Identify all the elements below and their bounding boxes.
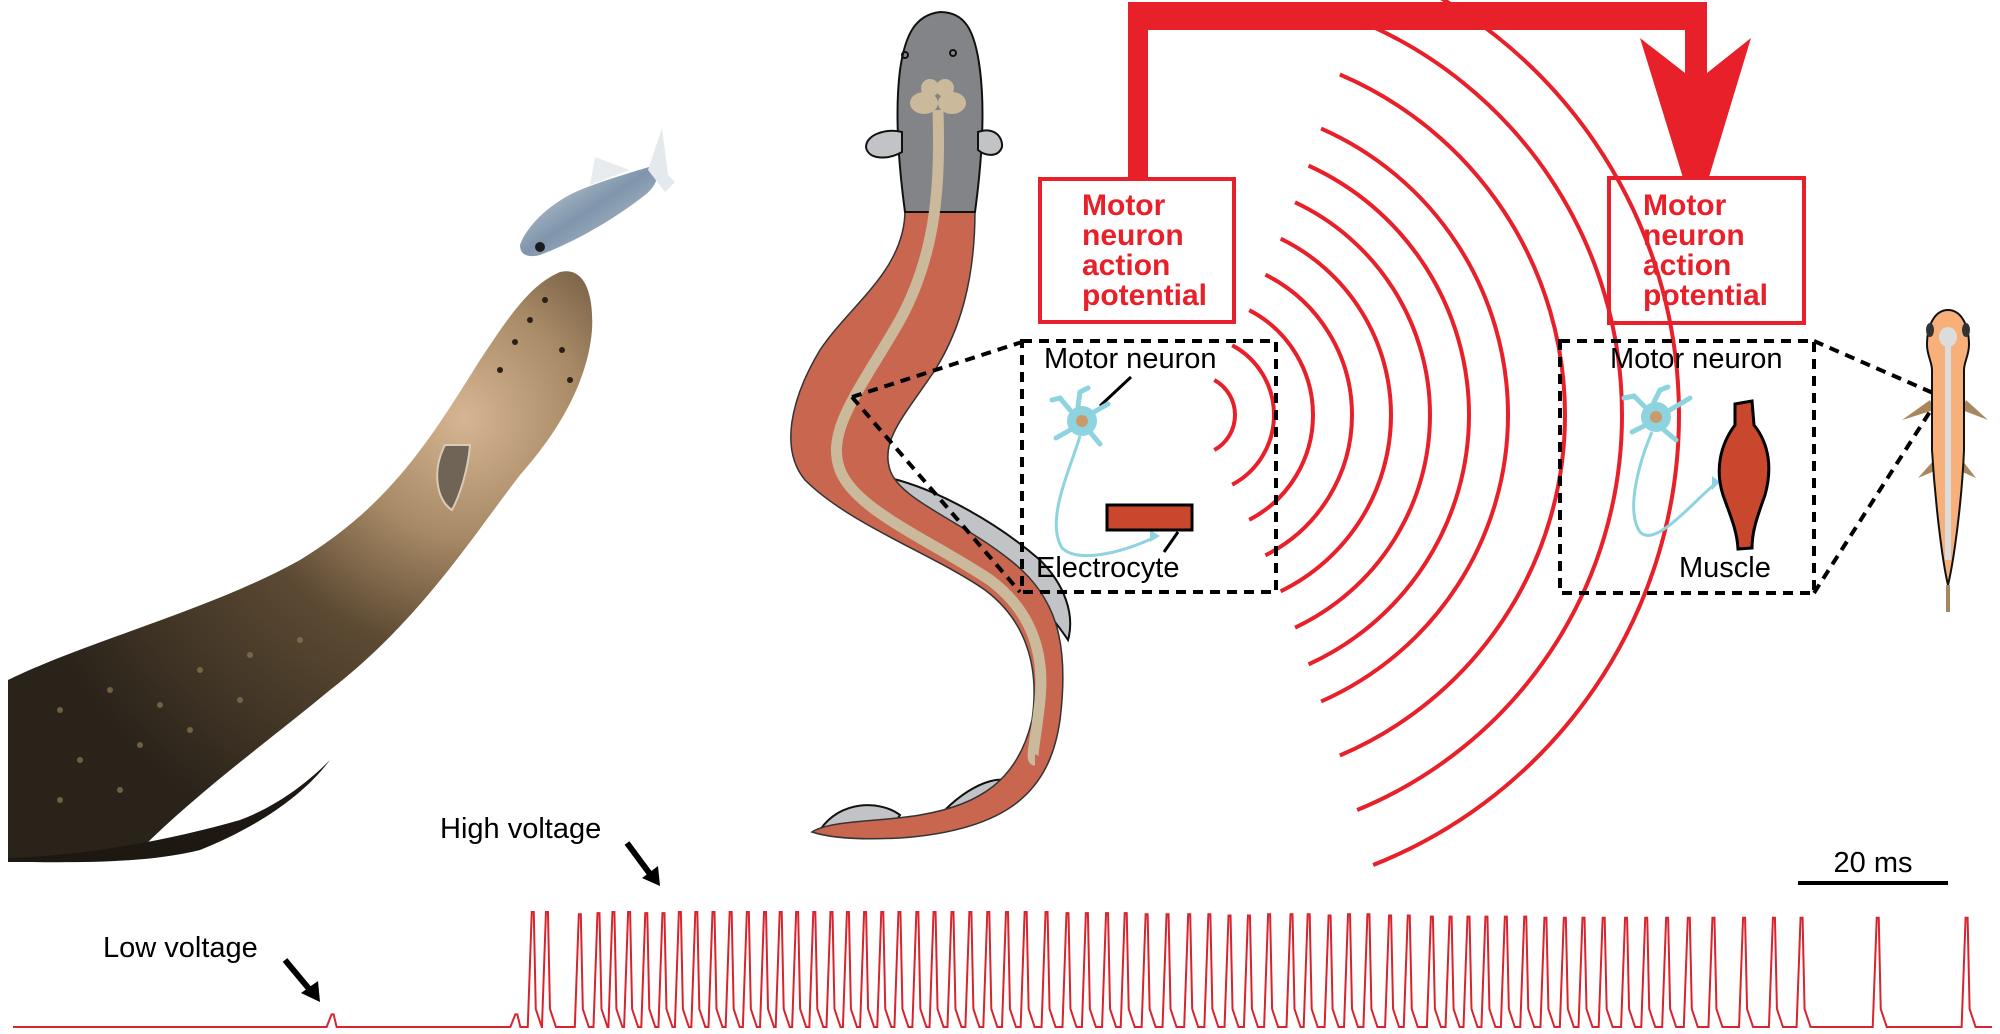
field-arc (1264, 272, 1355, 558)
prey-fish-photo (520, 128, 675, 257)
left-box-line-3: action (1082, 249, 1170, 282)
electrocyte-pointer-line (1162, 531, 1180, 553)
prey-fish-body (520, 165, 658, 257)
voltage-trace-line (13, 911, 1992, 1028)
right-inset: Motor neuron Muscle (1558, 339, 1816, 595)
schematic-eel-pectoral-fin-right (977, 129, 1004, 156)
left-inset-electrocyte-label: Electrocyte (1036, 552, 1179, 584)
field-arc (1231, 343, 1277, 487)
low-voltage-arrow-icon (282, 958, 320, 1002)
eel-photo-ventral-fin (8, 760, 330, 863)
eel-photo-pores (497, 297, 573, 383)
schematic-eel-eye-right (949, 49, 957, 57)
right-motor-neuron-icon (1621, 384, 1720, 537)
prey-fish-schematic-brain (1939, 327, 1957, 347)
low-voltage-label: Low voltage (103, 932, 258, 964)
left-box-line-2: neuron (1082, 219, 1184, 252)
right-action-potential-box: Motor neuron action potential (1607, 176, 1806, 325)
high-voltage-label: High voltage (440, 813, 601, 845)
eel-photo-spots (57, 637, 303, 803)
prey-fish-dorsal-fin (590, 157, 630, 185)
field-arc (1213, 378, 1237, 452)
left-motor-neuron-icon (1049, 385, 1160, 557)
schematic-eel-body (790, 209, 1064, 840)
field-arc (1248, 308, 1315, 522)
eel-photo-body (8, 271, 593, 859)
electric-field-arcs (1213, 0, 1681, 867)
signal-arrow (1128, 2, 1751, 220)
left-inset-zoom-lines (850, 340, 1023, 594)
prey-fish-tail (648, 128, 675, 192)
right-inset-muscle-label: Muscle (1679, 552, 1771, 584)
signal-arrow-head (1640, 38, 1751, 220)
schematic-eel-eye-left (901, 51, 909, 59)
field-arc (1320, 126, 1510, 704)
schematic-eel (790, 10, 1072, 840)
schematic-eel-pectoral-fin-left (864, 129, 903, 159)
voltage-trace-panel: High voltage Low voltage 20 ms (13, 813, 1992, 1028)
right-box-line-1: Motor (1643, 189, 1727, 222)
prey-fish-schematic-eye-left (1926, 323, 1934, 337)
left-box-line-4: potential (1082, 279, 1207, 312)
field-arc (1339, 72, 1568, 758)
eel-photo-pectoral-fin (436, 444, 472, 512)
left-inset-motor-neuron-label: Motor neuron (1044, 343, 1217, 375)
field-arc (1307, 163, 1472, 667)
left-inset-pointer-line (1098, 375, 1133, 408)
field-arc (1372, 0, 1681, 867)
prey-fish-eye (535, 242, 545, 252)
right-box-line-2: neuron (1643, 219, 1745, 252)
right-inset-motor-neuron-label: Motor neuron (1610, 343, 1783, 375)
schematic-eel-spinal-cord (831, 109, 1047, 766)
prey-fish-schematic-eye-right (1962, 323, 1970, 337)
left-box-line-1: Motor (1082, 189, 1166, 222)
field-arc (1294, 200, 1433, 630)
prey-fish-schematic (1902, 308, 1988, 612)
field-arc (1279, 236, 1393, 594)
high-voltage-arrow-icon (624, 841, 660, 886)
schematic-eel-brain (910, 79, 966, 114)
scale-bar-label: 20 ms (1834, 847, 1913, 879)
muscle-icon (1717, 399, 1771, 551)
signal-arrow-shaft (1128, 2, 1707, 180)
electrocyte-icon (1105, 503, 1194, 532)
eel-photo (8, 271, 593, 863)
left-action-potential-box: Motor neuron action potential (1038, 177, 1236, 324)
right-inset-zoom-lines (1812, 339, 1942, 595)
prey-fish-schematic-tail (1946, 585, 1950, 612)
left-inset: Motor neuron Electrocyte (1020, 339, 1278, 594)
field-arc (1356, 18, 1624, 812)
